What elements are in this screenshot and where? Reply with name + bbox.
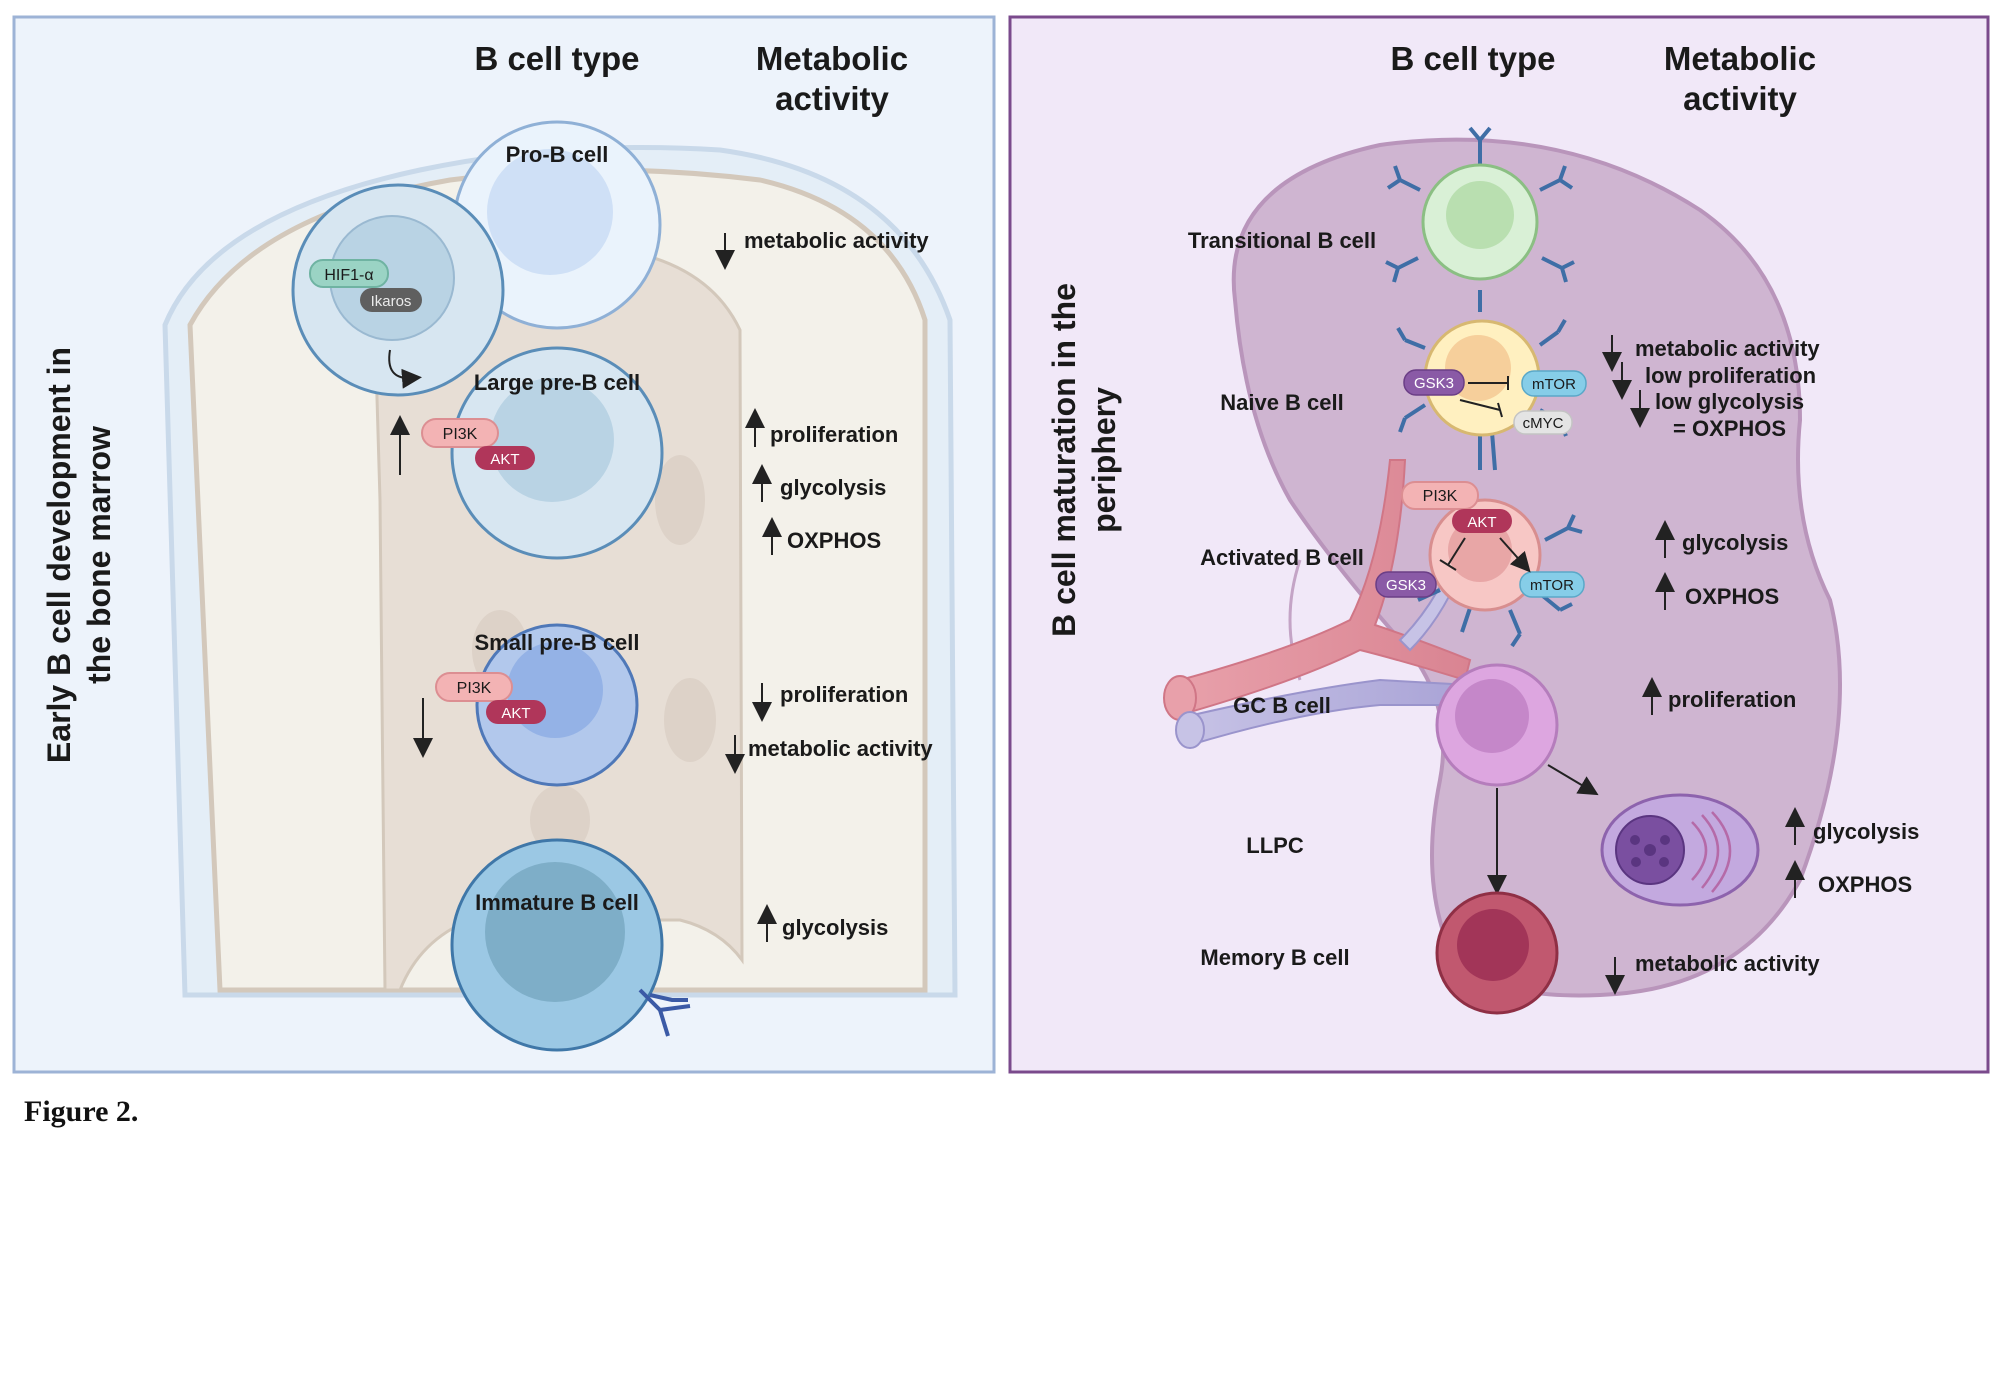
meta-large-1: proliferation [770, 422, 898, 447]
pro-b-label: Pro-B cell [506, 142, 609, 167]
hif-cell: HIF1-α Ikaros [291, 183, 505, 397]
meta-large-3: OXPHOS [787, 528, 881, 553]
right-col-metabolic-2: activity [1683, 80, 1797, 117]
meta-small-1: proliferation [780, 682, 908, 707]
right-metabolic-list: metabolic activity low proliferation low… [1602, 335, 1919, 995]
label-llpc: LLPC [1246, 833, 1304, 858]
akt-r-label: AKT [1467, 514, 1496, 531]
meta-naive-4: = OXPHOS [1673, 416, 1786, 441]
mtor-1-label: mTOR [1532, 376, 1576, 393]
right-celltype-labels: Transitional B cell Naive B cell Activat… [1188, 228, 1376, 970]
ikaros-label: Ikaros [371, 293, 412, 310]
gsk3-2-label: GSK3 [1386, 577, 1426, 594]
blood-vessels [1163, 459, 1472, 749]
small-pre-b-cell: Small pre-B cell PI3K AKT [413, 623, 640, 787]
cmyc-label: cMYC [1523, 415, 1564, 432]
small-pre-b-label: Small pre-B cell [474, 630, 639, 655]
gc-b-cell [1435, 663, 1599, 895]
memory-b-cell [1435, 891, 1559, 1015]
meta-small-2: metabolic activity [748, 736, 933, 761]
akt-1-label: AKT [490, 451, 519, 468]
akt-2-label: AKT [501, 705, 530, 722]
hif1a-label: HIF1-α [324, 267, 373, 284]
left-metabolic-list: metabolic activity proliferation glycoly… [715, 228, 933, 942]
activated-antibodies [1417, 514, 1583, 648]
label-transitional: Transitional B cell [1188, 228, 1376, 253]
meta-naive-3: low glycolysis [1655, 389, 1804, 414]
label-gc: GC B cell [1233, 693, 1331, 718]
transitional-b-cell [1421, 163, 1539, 281]
label-memory: Memory B cell [1200, 945, 1349, 970]
large-pre-b-label: Large pre-B cell [474, 370, 640, 395]
left-col-celltype: B cell type [474, 40, 639, 77]
right-side-title-2: periphery [1086, 387, 1122, 533]
pro-b-cell: Pro-B cell [452, 120, 662, 330]
mtor-2-label: mTOR [1530, 577, 1574, 594]
right-col-celltype: B cell type [1390, 40, 1555, 77]
large-pre-b-cell: Large pre-B cell PI3K AKT [390, 346, 664, 560]
immature-b-label: Immature B cell [475, 890, 639, 915]
meta-gc: proliferation [1668, 687, 1796, 712]
llpc-cell [1600, 793, 1760, 907]
meta-pro-b: metabolic activity [744, 228, 929, 253]
meta-immature: glycolysis [782, 915, 888, 940]
meta-llpc-1: glycolysis [1813, 819, 1919, 844]
left-side-title-2: the bone marrow [81, 426, 117, 684]
immature-b-cell: Immature B cell [450, 838, 691, 1052]
right-side-title-1: B cell maturation in the [1046, 283, 1082, 637]
meta-llpc-2: OXPHOS [1818, 872, 1912, 897]
pi3k-1-label: PI3K [443, 426, 478, 443]
meta-naive-1: metabolic activity [1635, 336, 1820, 361]
label-naive: Naive B cell [1220, 390, 1344, 415]
left-panel: Early B cell development in the bone mar… [12, 15, 996, 1074]
gsk3-1-label: GSK3 [1414, 375, 1454, 392]
antibody-icon [638, 988, 691, 1037]
activated-b-cell: PI3K AKT GSK3 mTOR [1375, 481, 1585, 612]
right-col-metabolic-1: Metabolic [1664, 40, 1816, 77]
right-panel: B cell maturation in the periphery B cel… [1008, 15, 1990, 1074]
pi3k-2-label: PI3K [457, 680, 492, 697]
transitional-antibodies [1385, 126, 1575, 312]
left-col-metabolic-2: activity [775, 80, 889, 117]
meta-naive-2: low proliferation [1645, 363, 1816, 388]
meta-large-2: glycolysis [780, 475, 886, 500]
label-activated: Activated B cell [1200, 545, 1364, 570]
meta-activated-2: OXPHOS [1685, 584, 1779, 609]
left-col-metabolic-1: Metabolic [756, 40, 908, 77]
left-side-title-1: Early B cell development in [41, 347, 77, 763]
figure-caption: Figure 2. [24, 1095, 139, 1128]
meta-memory: metabolic activity [1635, 951, 1820, 976]
naive-b-cell: GSK3 mTOR cMYC [1403, 319, 1587, 437]
pi3k-r-label: PI3K [1423, 488, 1458, 505]
meta-activated-1: glycolysis [1682, 530, 1788, 555]
